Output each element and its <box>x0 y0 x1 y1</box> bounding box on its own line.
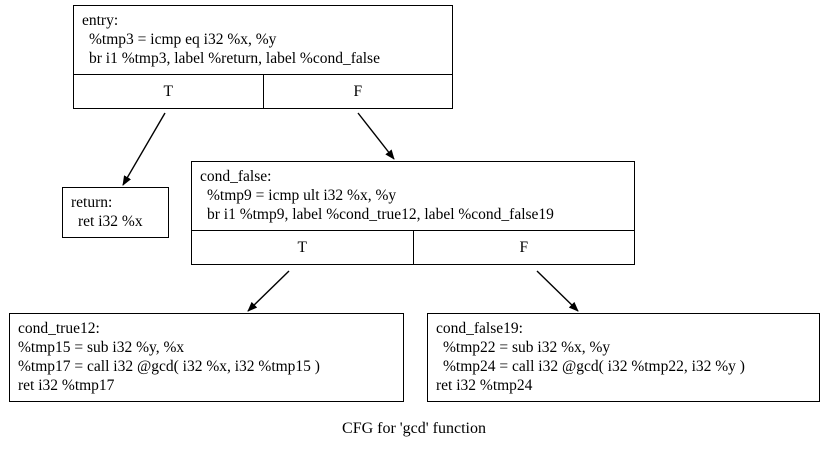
node-entry-line-0: %tmp3 = icmp eq i32 %x, %y <box>89 31 277 48</box>
edge-entry-true-to-return <box>122 112 166 186</box>
node-cond-true12-line-2: ret i32 %tmp17 <box>18 377 115 394</box>
node-entry-line-1: br i1 %tmp3, label %return, label %cond_… <box>89 50 380 67</box>
node-entry-port-false[interactable]: F <box>353 82 363 100</box>
node-return-label: return: <box>71 194 113 211</box>
node-cond-false-ports: T F <box>192 230 634 264</box>
node-return-line-0: ret i32 %x <box>78 213 143 230</box>
node-cond-true12[interactable]: cond_true12: %tmp15 = sub i32 %y, %x %tm… <box>9 313 404 402</box>
node-cond-false-body: cond_false: %tmp9 = icmp ult i32 %x, %y … <box>192 162 634 230</box>
node-entry-port-true[interactable]: T <box>74 75 264 108</box>
edge-entry-false-to-cond-false <box>357 112 395 160</box>
node-cond-false19-body: cond_false19: %tmp22 = sub i32 %x, %y %t… <box>428 314 819 401</box>
node-cond-false19-line-0: %tmp22 = sub i32 %x, %y <box>443 339 611 356</box>
edge-cond-false-true-to-cond-true12 <box>247 270 290 312</box>
node-return-body: return: ret i32 %x <box>63 188 168 237</box>
diagram-caption: CFG for 'gcd' function <box>342 420 486 437</box>
node-cond-true12-line-1: %tmp17 = call i32 @gcd( i32 %x, i32 %tmp… <box>18 358 320 375</box>
node-cond-false-port-false[interactable]: F <box>519 238 529 256</box>
node-cond-false-line-0: %tmp9 = icmp ult i32 %x, %y <box>207 187 397 204</box>
node-cond-false-port-true[interactable]: T <box>192 231 414 264</box>
node-cond-false19-line-2: ret i32 %tmp24 <box>436 377 533 394</box>
node-cond-false-line-1: br i1 %tmp9, label %cond_true12, label %… <box>207 206 554 223</box>
node-cond-true12-body: cond_true12: %tmp15 = sub i32 %y, %x %tm… <box>10 314 403 401</box>
node-entry-label: entry: <box>82 12 119 29</box>
node-cond-false[interactable]: cond_false: %tmp9 = icmp ult i32 %x, %y … <box>191 161 635 265</box>
node-entry-body: entry: %tmp3 = icmp eq i32 %x, %y br i1 … <box>74 6 452 74</box>
node-cond-true12-label: cond_true12: <box>18 320 100 337</box>
node-cond-false-label: cond_false: <box>200 168 272 185</box>
node-cond-false19-line-1: %tmp24 = call i32 @gcd( i32 %tmp22, i32 … <box>443 358 745 375</box>
node-entry-ports: T F <box>74 74 452 108</box>
node-entry[interactable]: entry: %tmp3 = icmp eq i32 %x, %y br i1 … <box>73 5 453 109</box>
node-cond-false19-label: cond_false19: <box>436 320 523 337</box>
node-cond-false19[interactable]: cond_false19: %tmp22 = sub i32 %x, %y %t… <box>427 313 820 402</box>
node-return[interactable]: return: ret i32 %x <box>62 187 169 238</box>
edge-cond-false-false-to-cond-false19 <box>536 270 579 312</box>
node-cond-true12-line-0: %tmp15 = sub i32 %y, %x <box>18 339 185 356</box>
